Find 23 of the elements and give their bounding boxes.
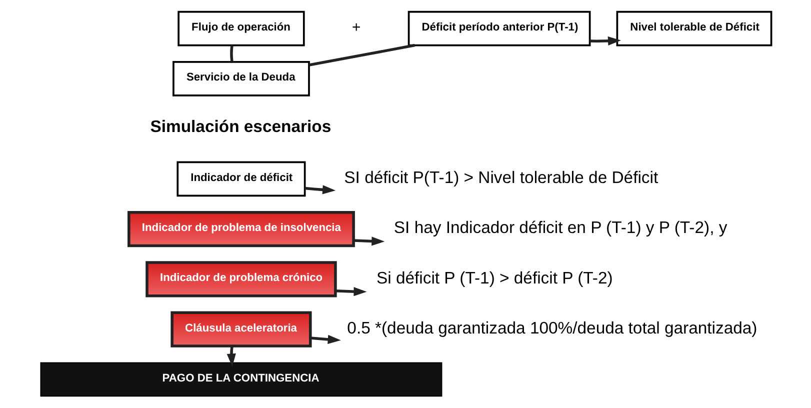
node-text: 0.5 *(deuda garantizada 100%/deuda total garantizada) (346, 318, 757, 338)
node-text: SI hay Indicador déficit en P (T-1) y P (T-2), y (393, 218, 727, 238)
label: Simulación escenarios (150, 116, 331, 136)
connector (230, 45, 233, 62)
arrow (589, 36, 621, 46)
node-box: Servicio de la Deuda (172, 61, 310, 96)
node-box: Nivel tolerable de Déficit (616, 10, 772, 46)
node-box: Flujo de operación (177, 10, 304, 46)
arrow (226, 346, 236, 367)
label: + (352, 20, 360, 36)
node-text: Si déficit P (T-1) > déficit P (T-2) (376, 268, 612, 288)
connector (308, 44, 415, 66)
arrow (353, 236, 384, 246)
node-text: SI déficit P(T-1) > Nivel tolerable de Déficit (344, 168, 658, 188)
arrow (310, 334, 340, 344)
node-box: PAGO DE LA CONTINGENCIA (40, 362, 442, 397)
node-box: Indicador de déficit (176, 161, 306, 197)
node-box: Déficit período anterior P(T-1) (407, 10, 590, 46)
node-box: Indicador de problema crónico (145, 261, 336, 298)
arrow (304, 185, 336, 194)
node-box: Cláusula aceleratoria (170, 311, 312, 348)
node-box: Indicador de problema de insolvencia (127, 210, 354, 248)
arrow (334, 287, 366, 296)
